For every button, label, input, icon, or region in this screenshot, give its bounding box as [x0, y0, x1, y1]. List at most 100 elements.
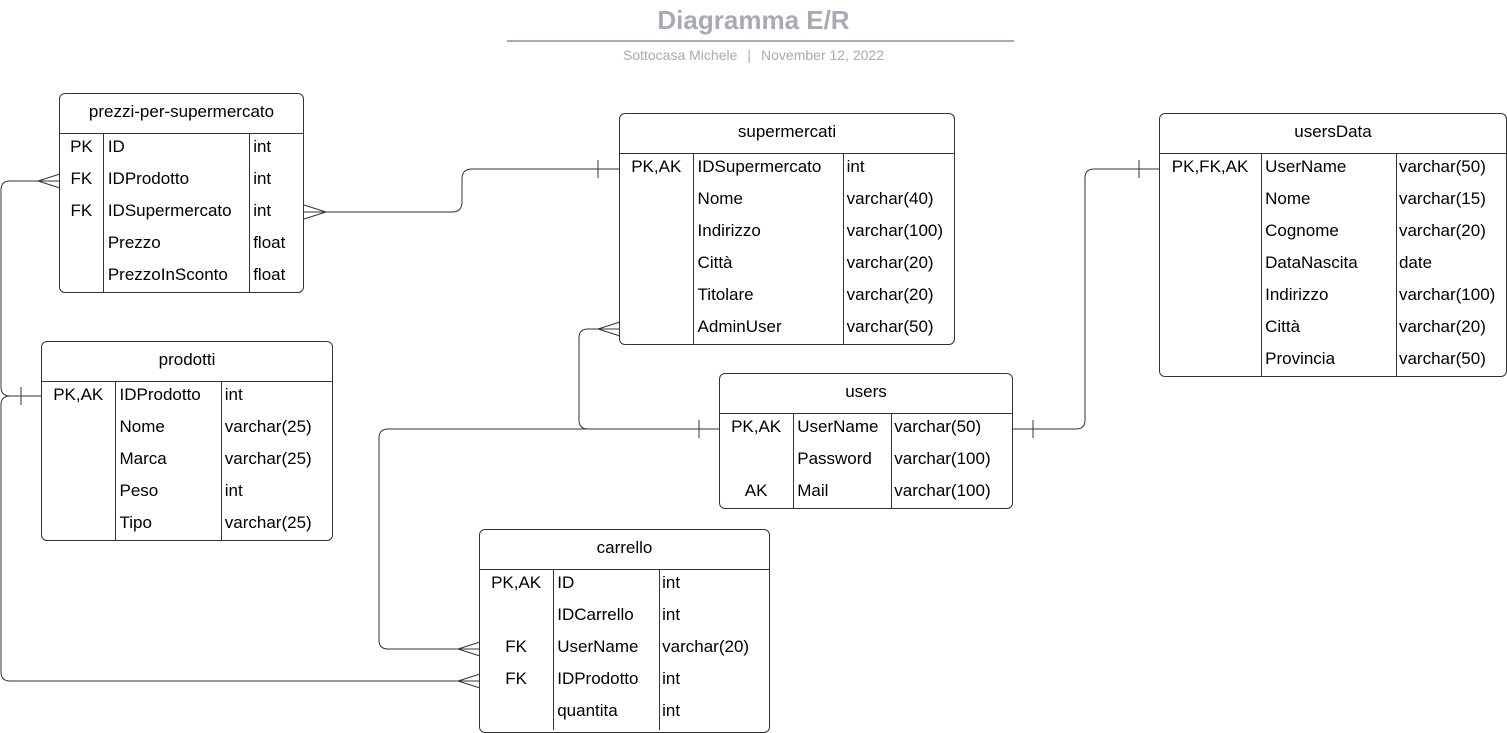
key-label: [620, 186, 693, 218]
relation-users-usersdata[interactable]: [1012, 160, 1160, 438]
attribute-name: IDCarrello: [557, 605, 634, 624]
column-divider: [553, 570, 554, 730]
entity-name: carrello: [480, 530, 769, 570]
key-label: [1160, 314, 1260, 346]
attribute-type: varchar(20): [1398, 317, 1486, 336]
column-divider: [1396, 154, 1397, 376]
attribute-row: AdminUser varchar(50): [620, 314, 954, 344]
attribute-type: varchar(100): [846, 221, 944, 240]
column-divider: [103, 134, 104, 292]
attribute-name: IDProdotto: [107, 169, 190, 188]
attribute-row: PrezzoInSconto float: [60, 262, 303, 292]
attribute-type: float: [253, 265, 286, 284]
entity-name: prezzi-per-supermercato: [60, 94, 303, 134]
attribute-type: varchar(20): [1398, 221, 1486, 240]
attribute-type: varchar(50): [894, 417, 982, 436]
column-divider: [249, 134, 250, 292]
diagram-subtitle: Sottocasa Michele | November 12, 2022: [0, 47, 1507, 63]
relation-carrello-users[interactable]: [378, 428, 720, 657]
attribute-type: varchar(50): [846, 317, 934, 336]
attribute-name: Titolare: [697, 285, 754, 304]
attribute-name: UserName: [557, 637, 639, 656]
attribute-type: int: [846, 157, 865, 176]
key-label: [1160, 282, 1260, 314]
relation-carrello-prodotti[interactable]: [0, 395, 481, 689]
attribute-name: PrezzoInSconto: [107, 265, 228, 284]
column-divider: [221, 382, 222, 540]
key-label: FK: [505, 669, 527, 688]
diagram-date: November 12, 2022: [761, 47, 884, 63]
attribute-type: varchar(40): [846, 189, 934, 208]
key-label: [42, 478, 114, 510]
entity-name: usersData: [1160, 114, 1506, 154]
attribute-type: int: [662, 573, 681, 592]
column-divider: [115, 382, 116, 540]
attribute-name: Password: [797, 449, 872, 468]
key-label: [620, 282, 693, 314]
attribute-type: int: [253, 169, 272, 188]
relation-prezzi-prodotti[interactable]: [0, 173, 61, 405]
attribute-type: varchar(100): [894, 481, 991, 500]
attribute-type: varchar(100): [894, 449, 991, 468]
attribute-name: UserName: [797, 417, 879, 436]
key-label: [60, 262, 103, 292]
key-label: FK: [70, 169, 93, 188]
key-label: PK: [70, 137, 93, 156]
attribute-name: Nome: [119, 417, 165, 436]
key-label: [1160, 186, 1260, 218]
attribute-name: Città: [1265, 317, 1301, 336]
attribute-type: int: [662, 669, 681, 688]
attribute-row: FK IDProdotto int: [480, 666, 769, 698]
column-divider: [793, 414, 794, 508]
attribute-type: varchar(20): [846, 285, 934, 304]
author-name: Sottocasa Michele: [622, 47, 738, 63]
attribute-name: Nome: [1265, 189, 1311, 208]
key-label: [480, 698, 552, 730]
key-label: [620, 314, 693, 344]
attribute-row: Città varchar(20): [1160, 314, 1506, 346]
subtitle-separator: |: [747, 47, 752, 63]
attribute-name: Nome: [697, 189, 743, 208]
key-label: [42, 446, 114, 478]
attribute-name: IDSupermercato: [107, 201, 232, 220]
key-label: [1160, 218, 1260, 250]
attribute-type: varchar(25): [224, 449, 312, 468]
attribute-type: int: [662, 701, 681, 720]
key-label: [42, 510, 114, 540]
key-label: PK,AK: [491, 573, 542, 592]
attribute-name: Indirizzo: [697, 221, 761, 240]
attribute-row: Indirizzo varchar(100): [620, 218, 954, 250]
column-divider: [659, 570, 660, 730]
attribute-type: varchar(50): [1398, 157, 1486, 176]
relation-prezzi-supermercati[interactable]: [303, 160, 620, 220]
attribute-name: IDProdotto: [557, 669, 639, 688]
title-underline: [507, 40, 1014, 42]
column-divider: [1261, 154, 1262, 376]
attribute-type: int: [253, 137, 272, 156]
attribute-name: AdminUser: [697, 317, 782, 336]
